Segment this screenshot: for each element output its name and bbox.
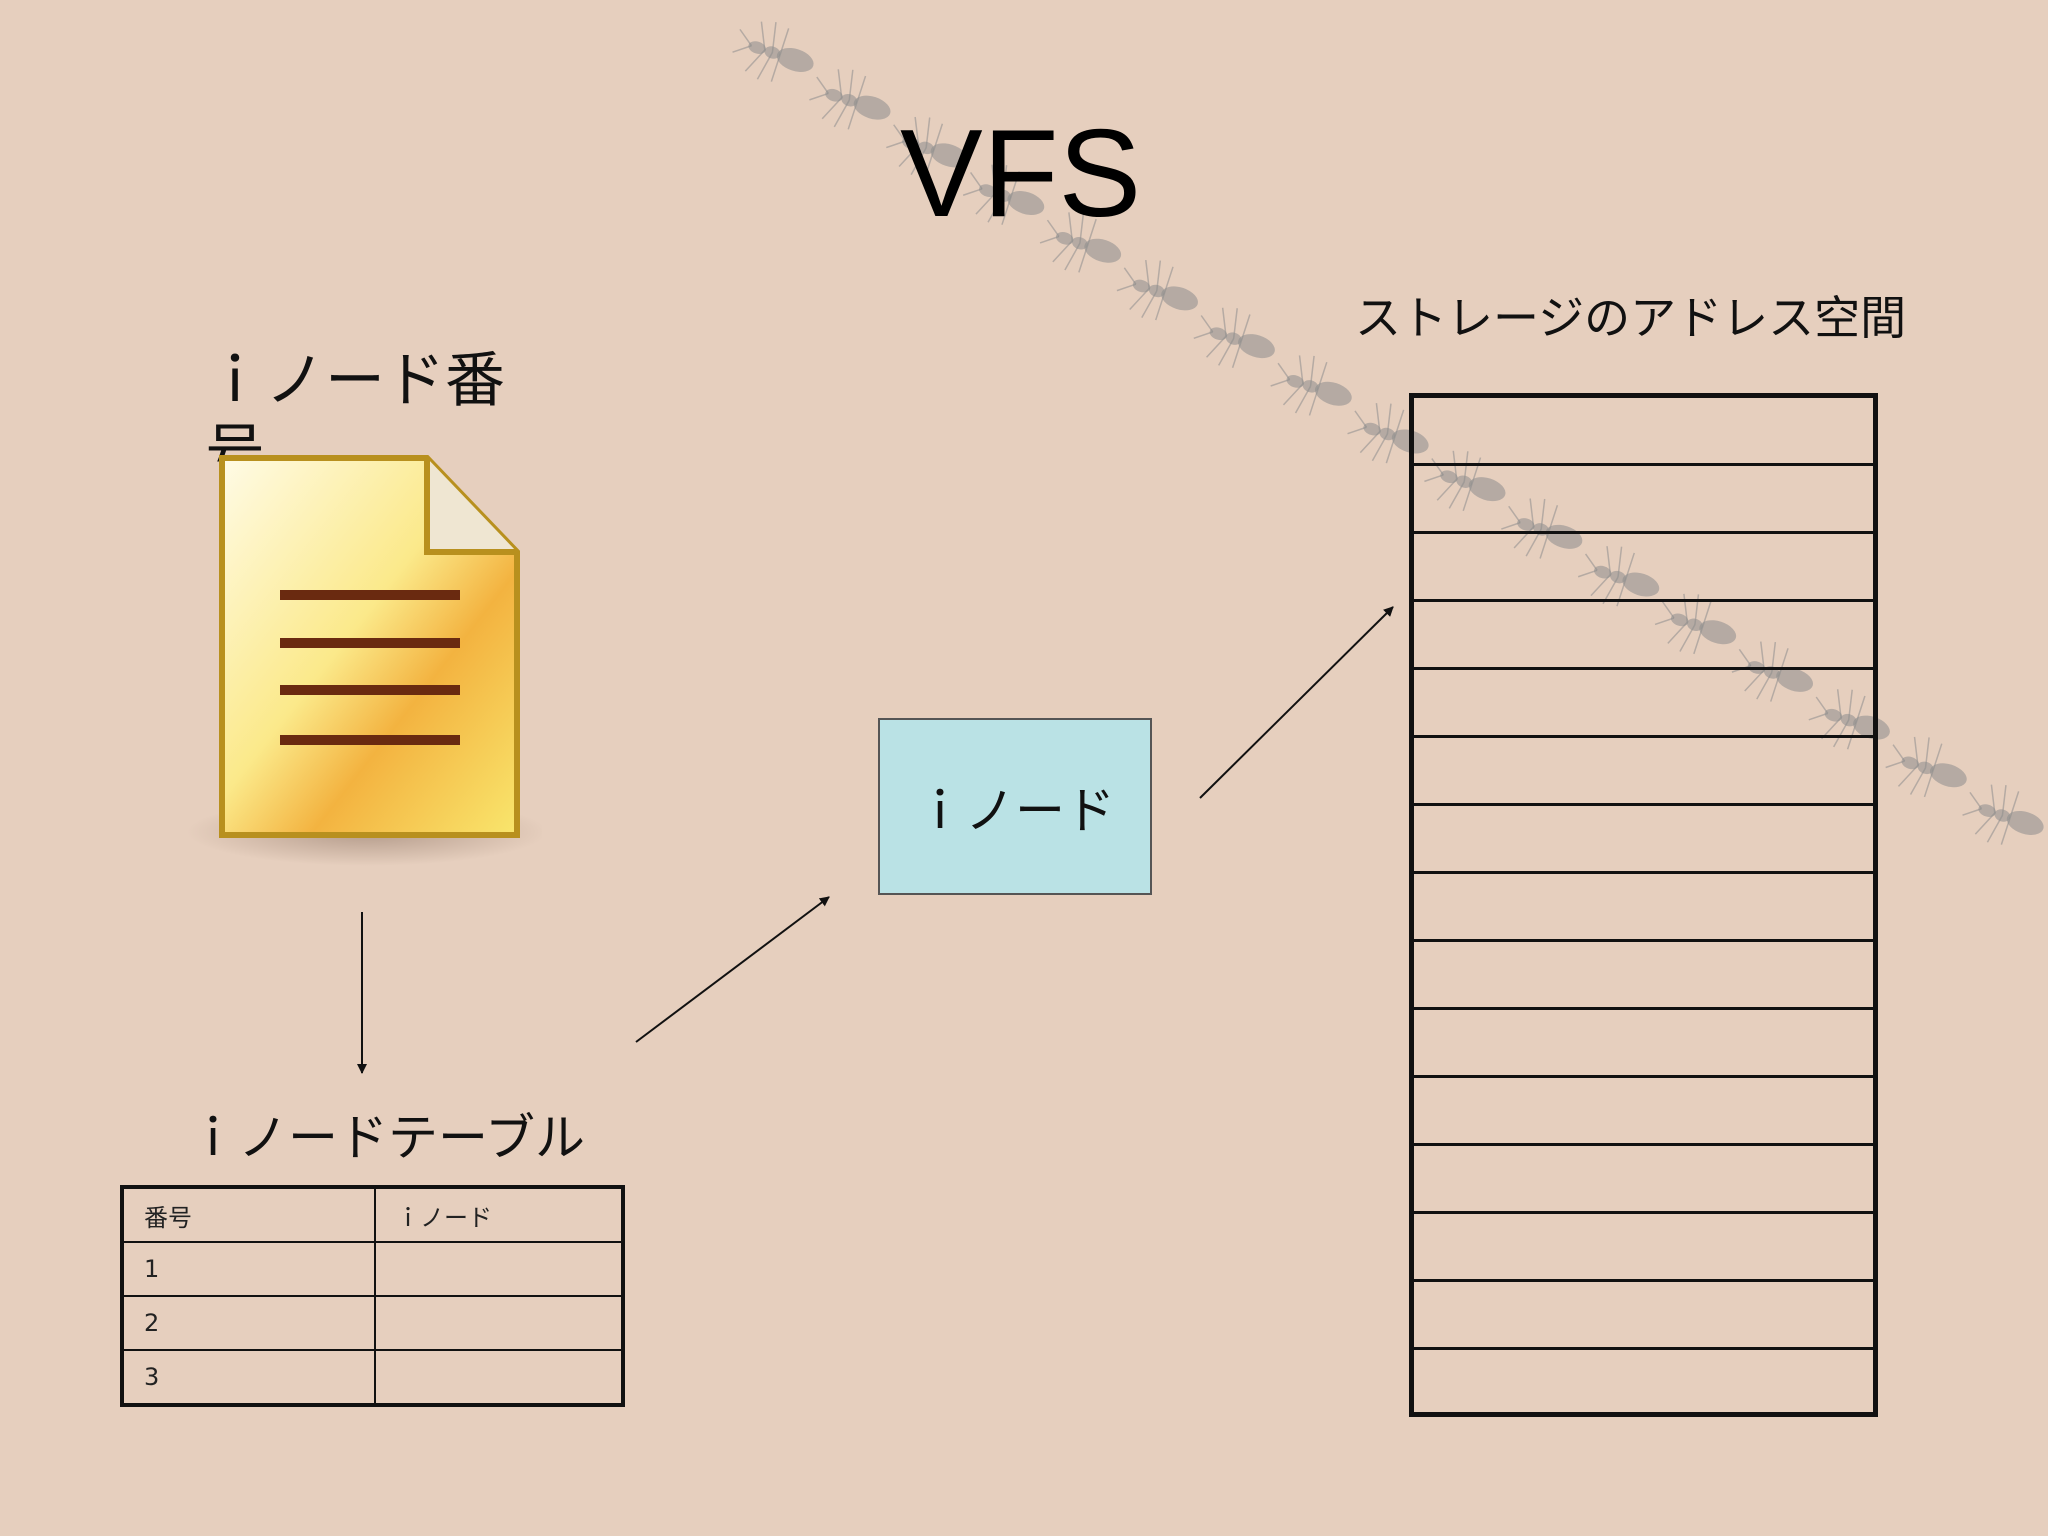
storage-block bbox=[1414, 1078, 1873, 1146]
storage-block bbox=[1414, 1146, 1873, 1214]
ant-icon bbox=[732, 21, 814, 82]
ant-icon bbox=[1116, 259, 1198, 321]
storage-block bbox=[1414, 874, 1873, 942]
storage-block bbox=[1414, 806, 1873, 874]
document-icon bbox=[187, 455, 542, 866]
table-cell-inode bbox=[374, 1349, 624, 1406]
storage-address-space bbox=[1409, 393, 1878, 1417]
table-row: 2 bbox=[121, 1295, 624, 1351]
ant-icon bbox=[1808, 689, 1890, 750]
inode-table-title: ｉノードテーブル bbox=[188, 1109, 585, 1167]
inode-number-label: ｉノード番号 bbox=[205, 346, 505, 488]
table-cell-number: 3 bbox=[121, 1349, 376, 1406]
storage-block bbox=[1414, 1282, 1873, 1350]
table-header-inode: ｉノード bbox=[374, 1186, 624, 1243]
table-cell-number: 1 bbox=[121, 1241, 376, 1297]
arrow-table-to-inode bbox=[635, 896, 830, 1043]
inode-box-label: ｉノード bbox=[915, 781, 1115, 840]
storage-block bbox=[1414, 738, 1873, 806]
ant-icon bbox=[809, 69, 891, 130]
slide-title: VFS bbox=[900, 105, 1142, 243]
storage-block bbox=[1414, 1350, 1873, 1418]
inode-table: 番号 ｉノード 1 2 3 bbox=[120, 1185, 625, 1407]
ant-icon bbox=[962, 164, 1045, 225]
storage-block bbox=[1414, 534, 1873, 602]
ant-icon bbox=[1501, 498, 1583, 559]
table-header-row: 番号 ｉノード bbox=[121, 1186, 624, 1243]
ant-icon bbox=[1193, 307, 1275, 368]
ant-icon bbox=[886, 116, 968, 178]
ant-icon bbox=[1885, 736, 1967, 798]
table-row: 3 bbox=[121, 1349, 624, 1406]
ant-icon bbox=[1577, 546, 1660, 607]
storage-block bbox=[1414, 602, 1873, 670]
storage-block bbox=[1414, 670, 1873, 738]
storage-block bbox=[1414, 466, 1873, 534]
storage-address-space-label: ストレージのアドレス空間 bbox=[1355, 291, 1907, 345]
ant-icon bbox=[1654, 593, 1737, 655]
inode-box: ｉノード bbox=[878, 718, 1152, 895]
ant-icon bbox=[1962, 784, 2044, 845]
ant-icon bbox=[1270, 355, 1352, 416]
table-header-number: 番号 bbox=[121, 1186, 376, 1243]
ant-icon bbox=[1039, 212, 1122, 273]
arrow-inode-to-storage bbox=[1199, 606, 1394, 799]
table-row: 1 bbox=[121, 1241, 624, 1297]
storage-block bbox=[1414, 1010, 1873, 1078]
storage-block bbox=[1414, 398, 1873, 466]
table-cell-inode bbox=[374, 1241, 624, 1297]
table-cell-inode bbox=[374, 1295, 624, 1351]
storage-block bbox=[1414, 942, 1873, 1010]
table-cell-number: 2 bbox=[121, 1295, 376, 1351]
storage-block bbox=[1414, 1214, 1873, 1282]
